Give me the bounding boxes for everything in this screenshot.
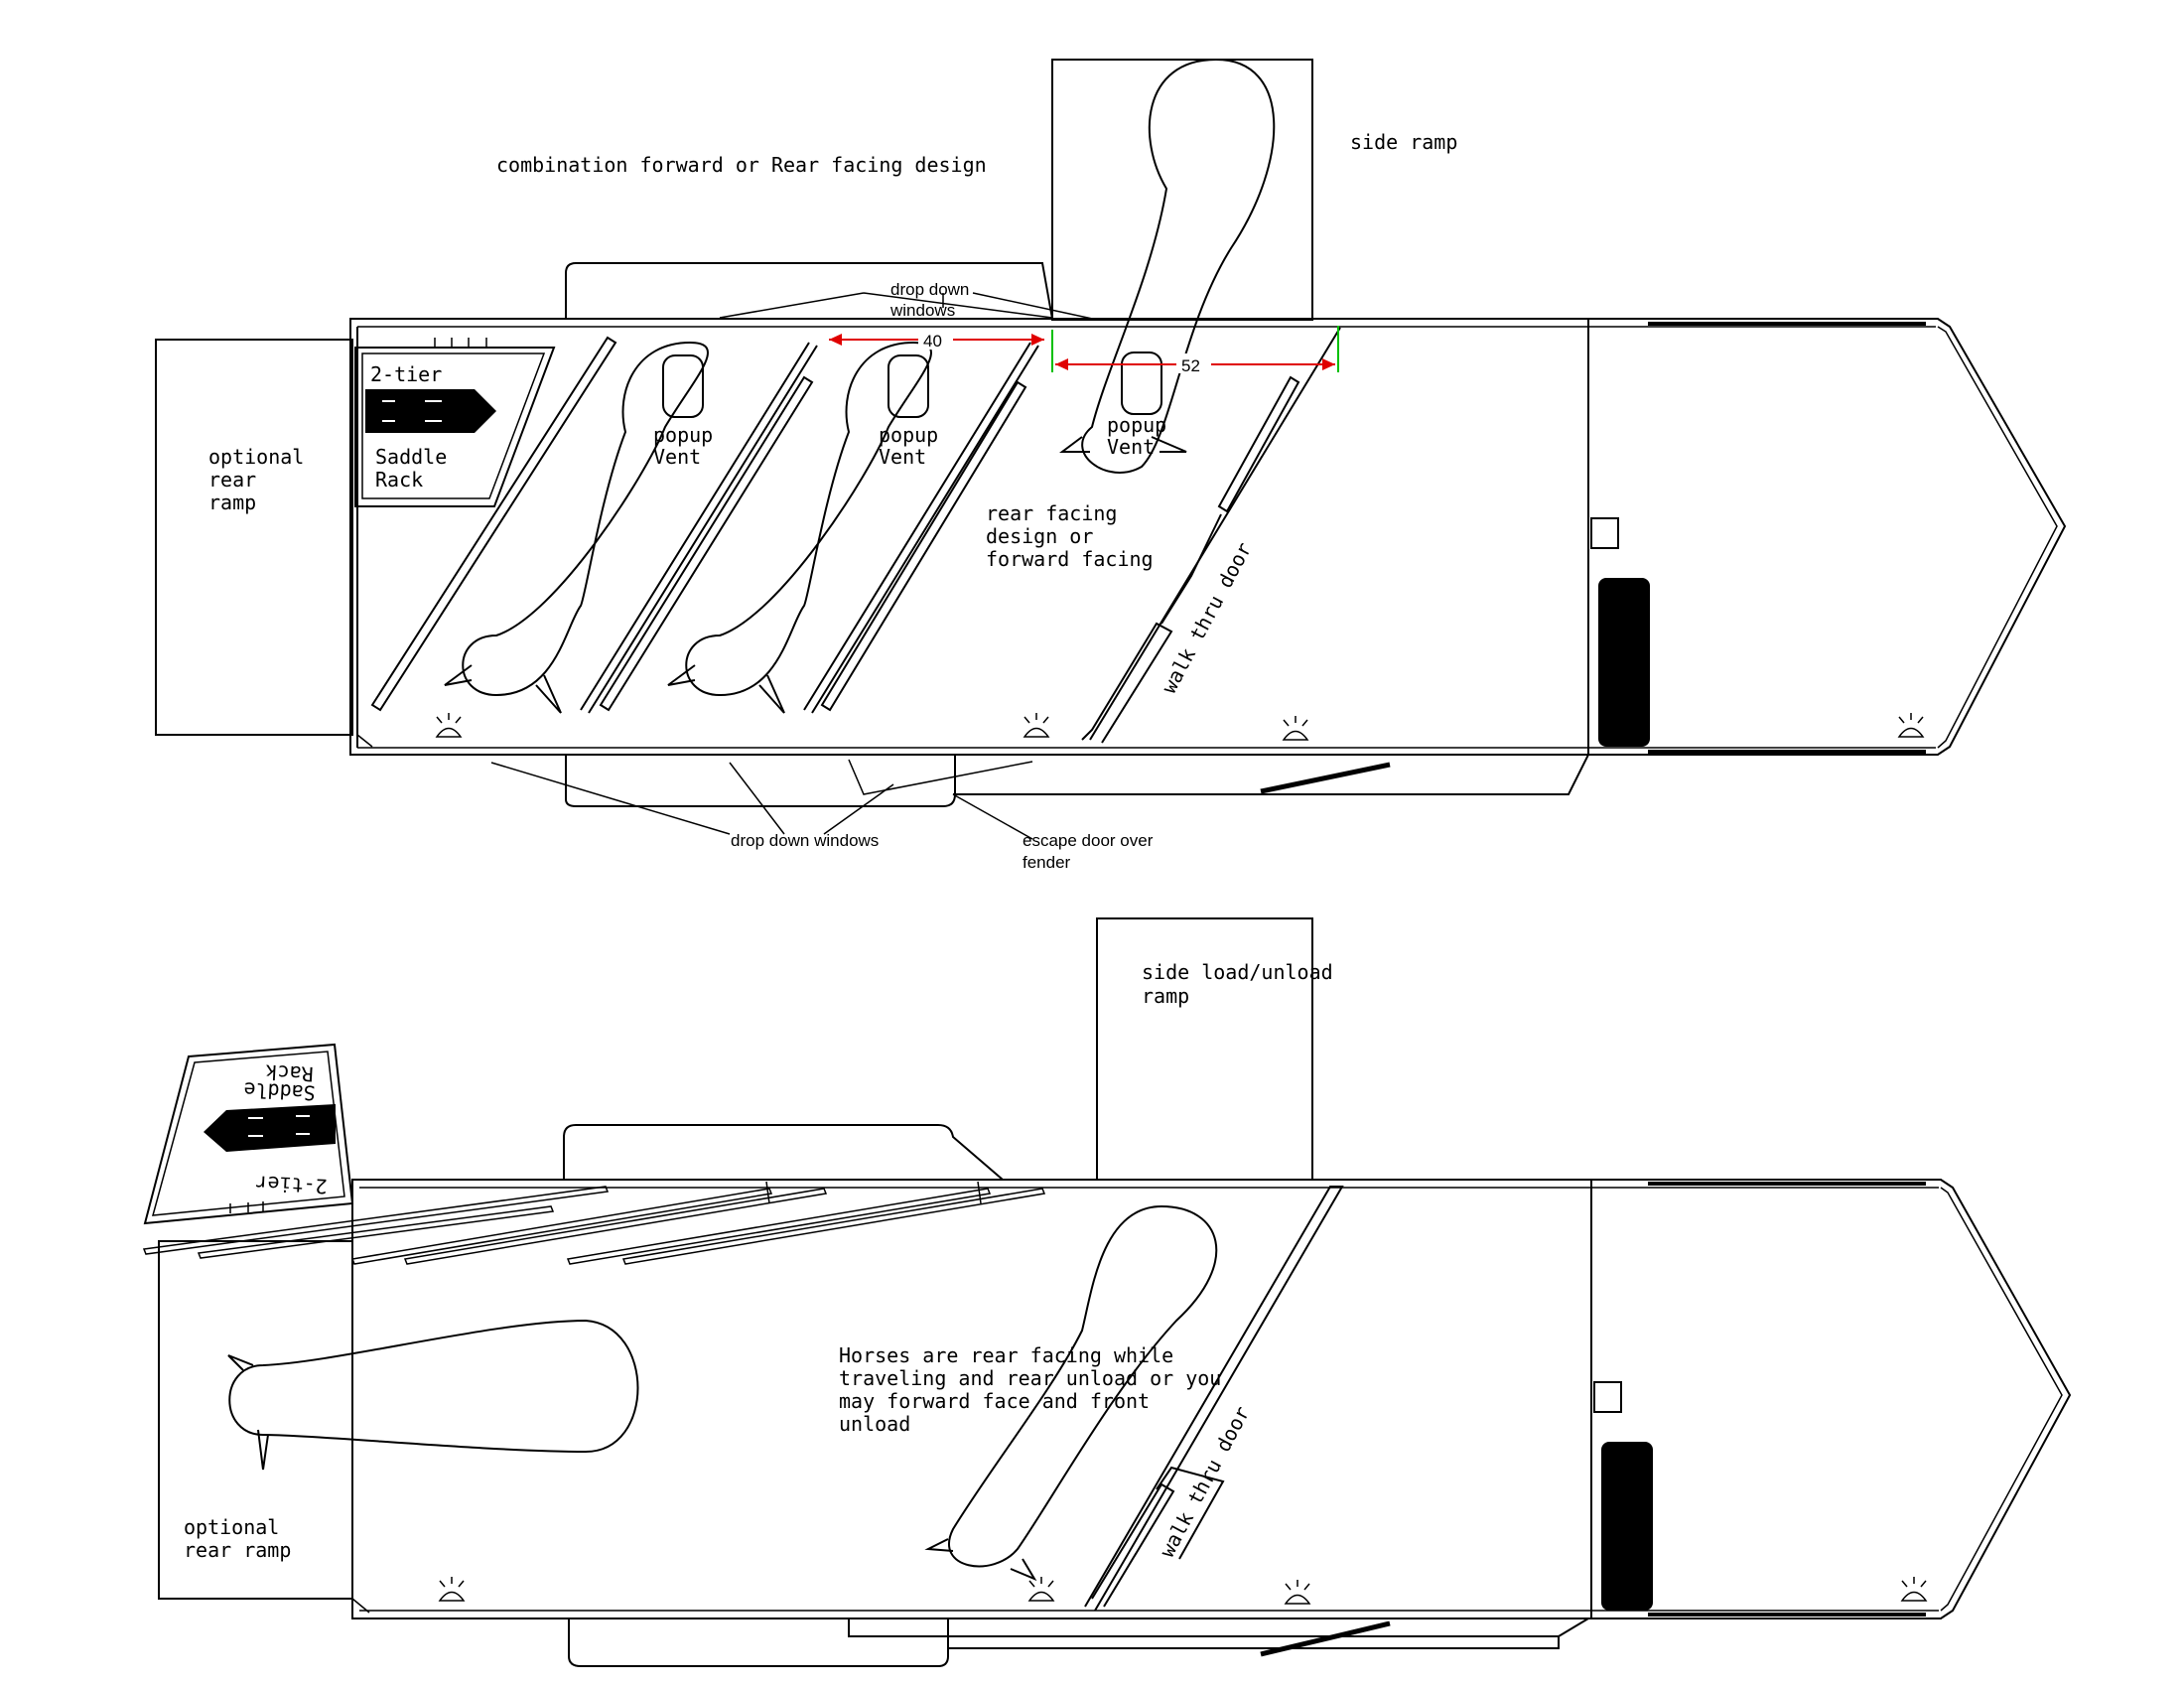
bottom-mattress: [1601, 1442, 1653, 1611]
vent-label-3a: popup: [1107, 413, 1166, 437]
top-trailer: 2-tier Saddle Rack: [155, 58, 2067, 872]
top-inner-walls: [357, 326, 1936, 749]
light-icon: [1900, 1577, 1928, 1602]
bottom-saddle-rack-label-2: Rack: [265, 1059, 314, 1085]
saddle-rack-tier-label: 2-tier: [370, 362, 442, 386]
bottom-side-ramp-label-1: side load/unload: [1142, 960, 1333, 984]
top-walk-thru-door-label: walk thru door: [1157, 538, 1256, 697]
light-icon: [1023, 713, 1050, 738]
top-horse-2: [667, 341, 932, 714]
top-escape-door-label-2: fender: [1023, 853, 1071, 872]
vent-label-2a: popup: [879, 423, 938, 447]
vent-label-1b: Vent: [653, 445, 701, 469]
vent-label-2b: Vent: [879, 445, 926, 469]
popup-vent-icon: [662, 354, 704, 418]
top-cabinet: [1590, 517, 1619, 549]
bottom-saddle-rack-label-1: Saddle: [243, 1077, 316, 1105]
top-rear-facing-note-3: forward facing: [986, 547, 1154, 571]
top-drop-windows-label-2: windows: [889, 301, 955, 320]
bottom-rear-ramp-label-1: optional: [184, 1515, 279, 1539]
bottom-saddle-rack: 2-tier Saddle Rack: [143, 1043, 354, 1225]
top-horse-3: [1059, 58, 1276, 474]
bottom-dropped-windows: [142, 1181, 1046, 1265]
top-title: combination forward or Rear facing desig…: [496, 153, 987, 177]
saddle-rack-icon: [204, 1104, 336, 1152]
top-rear-ramp: [155, 339, 353, 736]
bottom-note-2: traveling and rear unload or you: [839, 1366, 1221, 1390]
light-icon: [1282, 716, 1309, 741]
popup-vent-icon: [887, 354, 929, 418]
top-rear-ramp-label-3: ramp: [208, 491, 256, 514]
top-stall-dividers: [356, 327, 1341, 748]
light-icon: [1897, 713, 1925, 738]
bottom-side-ramp-label-2: ramp: [1142, 984, 1189, 1008]
bottom-horse-1: [227, 1319, 639, 1471]
light-icon: [435, 713, 463, 738]
bottom-saddle-rack-tier-label: 2-tier: [255, 1171, 328, 1198]
dimension-52-label: 52: [1181, 356, 1200, 375]
saddle-rack-label-1: Saddle: [375, 445, 447, 469]
bottom-note-4: unload: [839, 1412, 910, 1436]
top-rear-facing-note-2: design or: [986, 524, 1093, 548]
dimension-40-label: 40: [923, 332, 942, 351]
top-lights: [435, 713, 1925, 741]
light-icon: [1284, 1580, 1311, 1605]
light-icon: [438, 1577, 466, 1602]
top-escape-door-label-1: escape door over: [1023, 831, 1154, 850]
top-rear-facing-note-1: rear facing: [986, 501, 1117, 525]
bottom-trailer: 2-tier Saddle Rack side l: [142, 917, 2072, 1667]
bottom-side-ramp: [1096, 917, 1313, 1181]
top-rear-ramp-label-1: optional: [208, 445, 304, 469]
bottom-note-1: Horses are rear facing while: [839, 1343, 1173, 1367]
top-mattress: [1598, 578, 1650, 747]
bottom-cabinet: [1593, 1381, 1622, 1413]
bottom-window-housing: [563, 1124, 1004, 1181]
top-saddle-rack: 2-tier Saddle Rack: [354, 338, 556, 507]
vent-label-1a: popup: [653, 423, 713, 447]
bottom-horse-2: [924, 1204, 1218, 1582]
saddle-rack-label-2: Rack: [375, 468, 423, 492]
top-rear-ramp-label-2: rear: [208, 468, 256, 492]
top-trailer-body: [349, 318, 2067, 756]
bottom-divider: [351, 1186, 1344, 1614]
bottom-trailer-body: [351, 1179, 2072, 1619]
vent-label-3b: Vent: [1107, 435, 1155, 459]
bottom-note-3: may forward face and front: [839, 1389, 1150, 1413]
top-horse-1: [444, 341, 709, 714]
bottom-rear-ramp-label-2: rear ramp: [184, 1538, 291, 1562]
top-side-ramp-label: side ramp: [1350, 130, 1457, 154]
bottom-lights: [438, 1577, 1928, 1605]
light-icon: [1027, 1577, 1055, 1602]
popup-vent-icon: [1121, 352, 1162, 415]
top-fender-housing: [565, 755, 956, 807]
top-side-ramp: [1051, 59, 1313, 321]
top-vents: popup Vent popup Vent popup Vent: [653, 352, 1166, 469]
top-dimensions: 40 52: [829, 326, 1339, 375]
top-window-housing: [565, 262, 1053, 320]
top-drop-windows-bottom-label: drop down windows: [731, 831, 879, 850]
top-drop-windows-label-1: drop down: [890, 280, 969, 299]
saddle-rack-icon: [365, 389, 496, 433]
